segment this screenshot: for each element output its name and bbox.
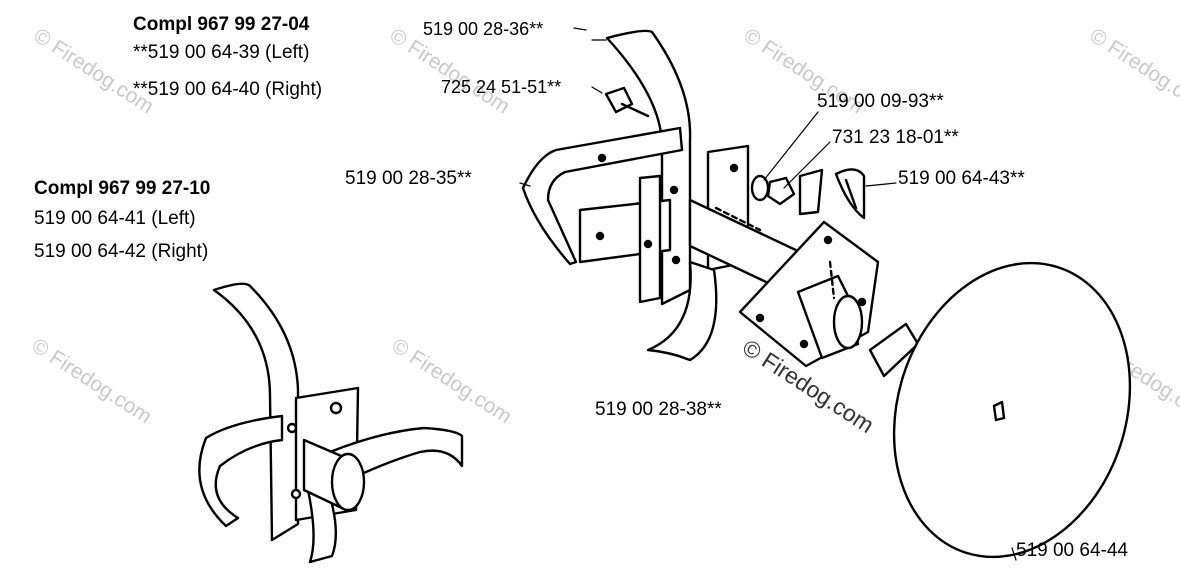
group-upper-line-1: **519 00 64-39 (Left): [133, 42, 310, 63]
group-lower-line-2: 519 00 64-42 (Right): [34, 241, 209, 262]
callout-clip: 519 00 64-43**: [898, 168, 1025, 189]
washer-part: [750, 174, 770, 202]
callout-tine-top: 519 00 28-36**: [423, 19, 544, 39]
callout-disc: 519 00 64-44: [1016, 540, 1128, 561]
callout-tine-side: 519 00 28-35**: [345, 168, 472, 189]
callout-bolt: 725 24 51-51**: [441, 77, 562, 97]
disc-part: [892, 261, 1132, 559]
tine-side-part: [521, 126, 684, 266]
tine-left-assembly: [212, 282, 300, 542]
callout-washer: 519 00 09-93**: [817, 91, 944, 112]
callout-tine-bottom: 519 00 28-38**: [595, 399, 722, 420]
group-lower-title: Compl 967 99 27-10: [34, 178, 211, 199]
callout-nut: 731 23 18-01**: [832, 127, 959, 148]
bolt-part: [604, 86, 634, 114]
group-upper-line-2: **519 00 64-40 (Right): [133, 79, 323, 100]
group-lower-line-1: 519 00 64-41 (Left): [34, 208, 196, 229]
tine-bottom-part: [646, 260, 718, 362]
group-upper-title: Compl 967 99 27-04: [133, 14, 310, 35]
